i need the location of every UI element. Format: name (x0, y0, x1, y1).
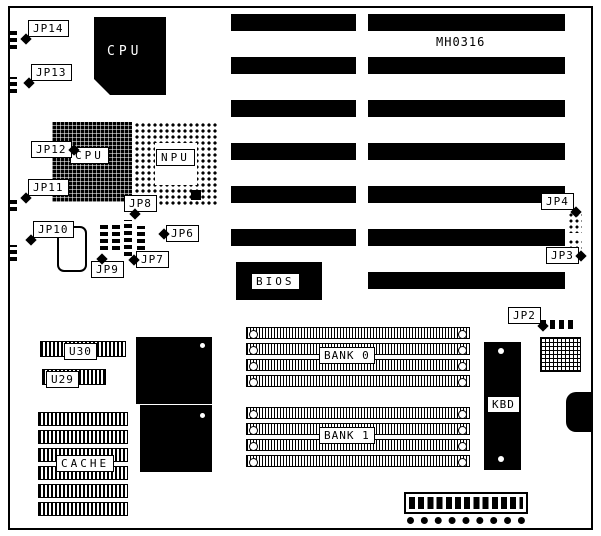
u30-label-text: U30 (69, 345, 92, 358)
cpu-chip-label: CPU (107, 44, 143, 59)
cache-label: CACHE (56, 455, 115, 472)
keyboard-din-connector (566, 392, 593, 432)
u29-label: U29 (46, 371, 79, 388)
jumper-label-jp9: JP9 (91, 253, 124, 278)
isa-slot-bar (231, 57, 356, 74)
pin1-dot (498, 456, 504, 462)
jp13-text: JP13 (36, 66, 67, 79)
bank1-label: BANK 1 (319, 427, 375, 444)
simm-socket (246, 327, 470, 339)
isa-slot-bar (368, 272, 565, 289)
jumper-pins-jp2 (541, 320, 576, 329)
bank0-label-text: BANK 0 (324, 349, 370, 362)
jumper-label-jp4: JP4 (541, 193, 582, 218)
jumper-label-jp10: JP10 (25, 221, 74, 246)
cache-chip-row (38, 412, 128, 426)
jumper-pins-jp11 (9, 197, 17, 211)
jp6-text: JP6 (171, 227, 194, 240)
jp12-text: JP12 (36, 143, 67, 156)
npu-pin1-mark (191, 190, 201, 200)
cpu-chip: CPU (94, 17, 166, 95)
jumper-label-jp13: JP13 (23, 64, 72, 89)
jumper-pins-jp10 (9, 245, 17, 261)
npu-label: NPU (156, 149, 195, 166)
jumper-pins-jp14 (9, 31, 17, 49)
bios-label-text: BIOS (256, 275, 295, 288)
isa-slot-bar (231, 14, 356, 31)
isa-slot-bar (368, 143, 565, 160)
isa-slot-bar (368, 229, 565, 246)
jumper-label-jp8: JP8 (124, 195, 157, 220)
socket-pad-grid (540, 337, 581, 372)
isa-slot-bar (368, 100, 565, 117)
u29-label-text: U29 (51, 373, 74, 386)
jumper-label-jp14: JP14 (20, 20, 69, 45)
simm-socket (246, 407, 470, 419)
jumper-label-jp11: JP11 (20, 179, 69, 204)
jp11-text: JP11 (33, 181, 64, 194)
jp2-text: JP2 (513, 309, 536, 322)
cache-chip-row (38, 484, 128, 498)
jumper-pins-jp7 (137, 226, 145, 250)
isa-slot-bar (368, 14, 565, 31)
jumper-pins-jp8 (124, 220, 132, 256)
jumper-pins-jp9b (112, 222, 120, 250)
jp10-text: JP10 (38, 223, 69, 236)
isa-slot-bar (368, 57, 565, 74)
jp4-text: JP4 (546, 195, 569, 208)
jumper-pins-jp13 (9, 77, 17, 93)
kbd-label-text: KBD (492, 398, 515, 411)
bank0-label: BANK 0 (319, 347, 375, 364)
pin1-dot (200, 413, 205, 418)
power-connector (404, 492, 528, 514)
jp9-text: JP9 (96, 263, 119, 276)
cache-label-text: CACHE (61, 457, 110, 470)
bios-label: BIOS (251, 273, 300, 290)
chipset-ic-1 (136, 337, 212, 404)
jp3-text: JP3 (551, 249, 574, 262)
jumper-label-jp6: JP6 (158, 225, 199, 242)
power-connector-pins (407, 517, 525, 524)
isa-slot-bar (368, 186, 565, 203)
jumper-label-jp7: JP7 (128, 251, 169, 268)
jumper-label-jp12: JP12 (31, 141, 80, 158)
jumper-pins-jp4 (568, 212, 582, 233)
cache-chip-row (38, 430, 128, 444)
jumper-label-jp3: JP3 (546, 247, 587, 264)
simm-socket (246, 455, 470, 467)
jp14-text: JP14 (33, 22, 64, 35)
cpu-socket-label-text: CPU (75, 149, 104, 162)
chipset-ic-2 (140, 405, 212, 472)
jp8-text: JP8 (129, 197, 152, 210)
power-connector-pads (409, 497, 523, 509)
kbd-label: KBD (487, 396, 520, 413)
bank1-label-text: BANK 1 (324, 429, 370, 442)
jumper-label-jp2: JP2 (508, 307, 549, 332)
pin1-dot (200, 343, 205, 348)
isa-slot-bar (231, 143, 356, 160)
npu-label-text: NPU (161, 151, 190, 164)
u30-label: U30 (64, 343, 97, 360)
isa-slot-bar (231, 100, 356, 117)
jumper-pins-jp9a (100, 222, 108, 250)
jp7-text: JP7 (141, 253, 164, 266)
part-number: MH0316 (436, 35, 486, 49)
simm-socket (246, 375, 470, 387)
board-outline (8, 6, 593, 530)
pin1-dot (498, 348, 504, 354)
isa-slot-bar (231, 186, 356, 203)
isa-slot-bar (231, 229, 356, 246)
cache-chip-row (38, 502, 128, 516)
